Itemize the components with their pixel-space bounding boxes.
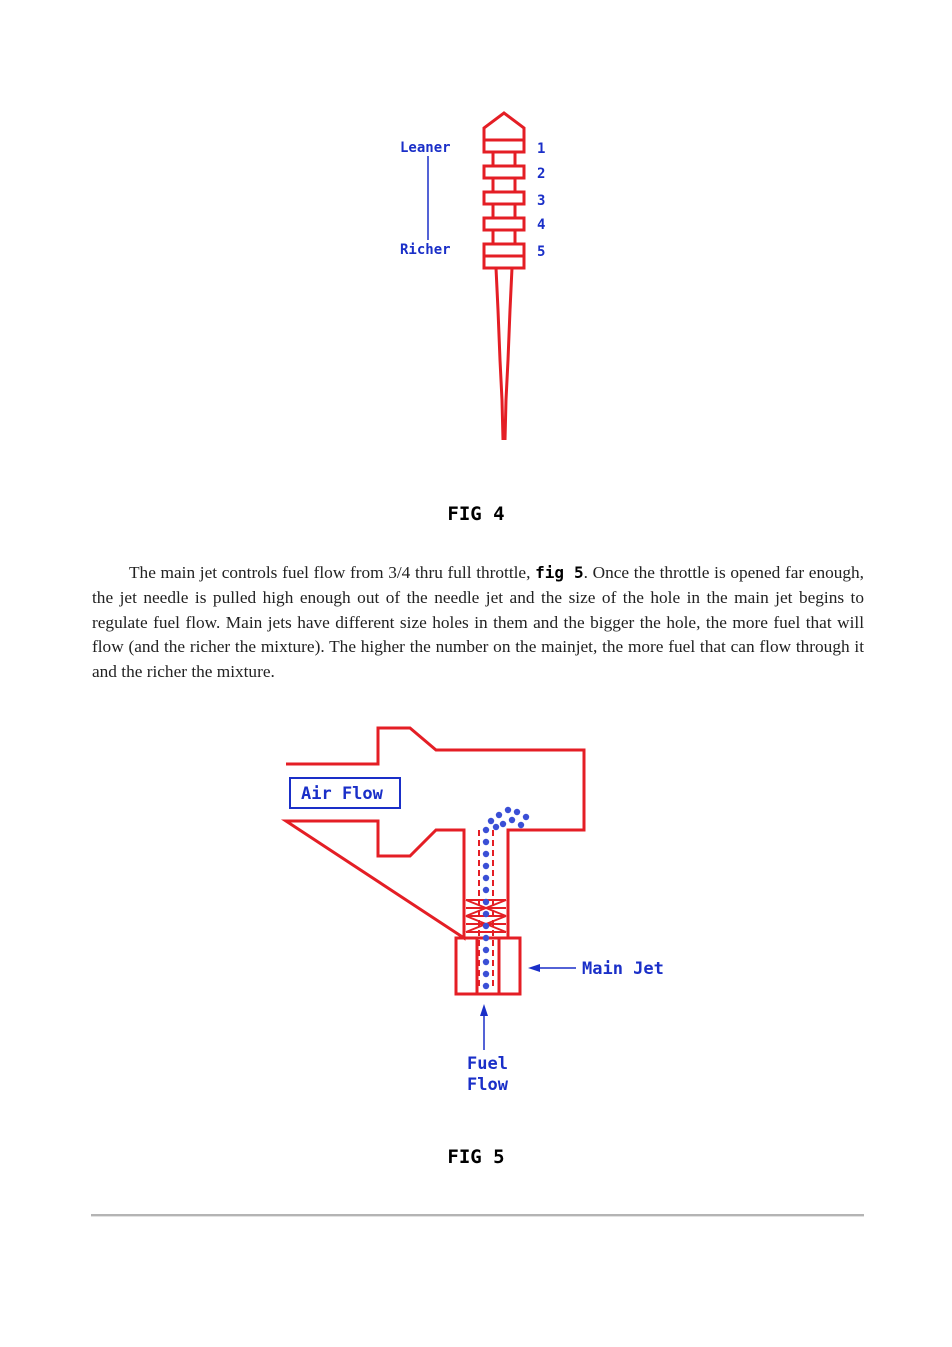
air-passage-outline xyxy=(280,726,586,941)
fuel-droplets xyxy=(482,806,530,990)
figure-4-caption: FIG 4 xyxy=(447,503,505,525)
leaner-label: Leaner xyxy=(400,140,451,156)
main-jet-label: Main Jet xyxy=(582,959,664,979)
richer-label: Richer xyxy=(400,242,451,258)
figure-reference: fig 5 xyxy=(535,563,584,582)
paragraph-text-before: The main jet controls fuel flow from 3/4… xyxy=(129,563,536,582)
needle-ring-1 xyxy=(482,138,526,154)
needle-top-cap xyxy=(482,111,526,142)
needle-collar xyxy=(482,254,526,270)
needle-ring-3 xyxy=(482,190,526,206)
clip-position-1: 1 xyxy=(537,141,545,157)
air-flow-label: Air Flow xyxy=(301,784,384,804)
fuel-flow-arrow-icon xyxy=(480,1004,488,1016)
figure-5-main-jet-diagram: Air Flow xyxy=(280,722,680,1102)
needle-shank xyxy=(491,152,517,244)
clip-position-2: 2 xyxy=(537,166,545,182)
page-divider xyxy=(91,1214,864,1217)
needle-ring-4 xyxy=(482,216,526,232)
clip-position-4: 4 xyxy=(537,217,545,233)
clip-position-5: 5 xyxy=(537,244,545,260)
needle-ring-5 xyxy=(482,242,526,258)
body-paragraph: The main jet controls fuel flow from 3/4… xyxy=(92,561,864,685)
clip-position-3: 3 xyxy=(537,193,545,209)
main-jet-pointer-arrow-icon xyxy=(528,964,540,972)
needle-taper xyxy=(494,267,514,441)
fuel-flow-label-line-1: Fuel xyxy=(467,1054,508,1074)
air-flow-label-box xyxy=(289,777,401,809)
needle-ring-2 xyxy=(482,164,526,180)
fuel-flow-label-line-2: Flow xyxy=(467,1075,509,1095)
paragraph-text-after: . Once the throttle is opened far enough… xyxy=(92,563,864,682)
figure-5-caption: FIG 5 xyxy=(447,1146,505,1168)
figure-4-jet-needle-diagram: Leaner Richer 1 2 3 4 5 xyxy=(380,105,580,450)
